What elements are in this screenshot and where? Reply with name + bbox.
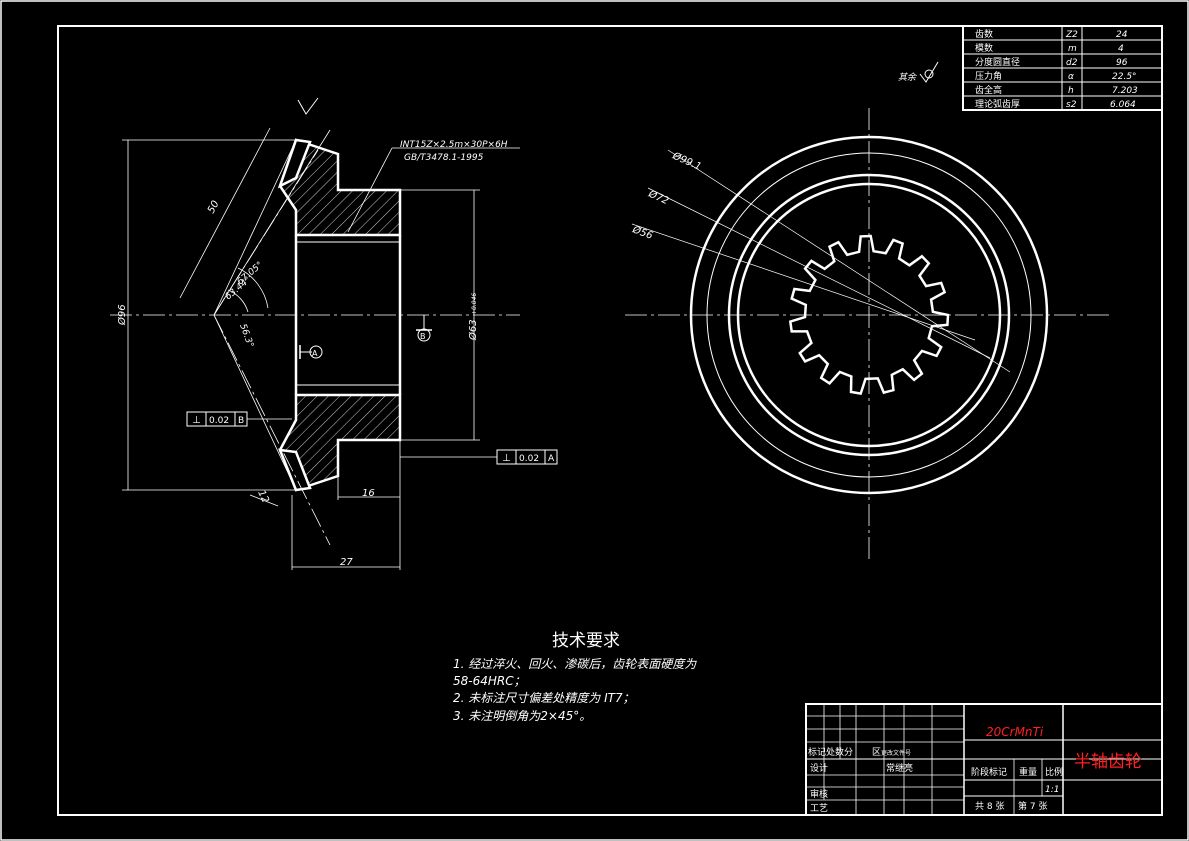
roughness-note-text: 其余: [898, 72, 917, 83]
datum-a-label: A: [312, 349, 318, 358]
param-symbol-2: d2: [1066, 58, 1078, 68]
dim-bore-label: Ø63: [467, 319, 479, 341]
parameter-table: 齿数 Z2 24 模数 m 4 分度圆直径 d2 96 压力角 α 22.5° …: [962, 25, 1163, 111]
param-value-4: 7.203: [1112, 86, 1138, 96]
tech-line2: 2. 未标注尺寸偏差处精度为 IT7；: [453, 691, 635, 705]
spline-note-line2: GB/T3478.1-1995: [404, 153, 484, 163]
sheet-number: 第 7 张: [1018, 800, 1047, 812]
roughness-note: 其余: [898, 61, 939, 83]
param-value-3: 22.5°: [1112, 72, 1137, 82]
roughness-check-icon: [919, 61, 939, 83]
design-label: 设计: [810, 762, 828, 774]
section-view: 50 12 Ø96 67.05° 63.44° 56.3° INT15Z×2.5…: [110, 97, 558, 570]
param-name-5: 理论弧齿厚: [975, 98, 1020, 110]
dim-angle-56: 56.3°: [237, 323, 255, 349]
title-block: 20CrMnTi 半轴齿轮 标记处数分 区 更改文件号 设计 常继亮 阶段标记 …: [805, 703, 1163, 816]
param-value-0: 24: [1116, 30, 1128, 40]
circle-dim-2: Ø72: [646, 187, 671, 207]
stage-label: 阶段标记: [971, 766, 1007, 778]
frame-border: [57, 25, 1163, 816]
tech-requirements: 技术要求 1. 经过淬火、回火、渗碳后，齿轮表面硬度为 58-64HRC； 2.…: [453, 631, 697, 723]
mark-label-3: 更改文件号: [881, 749, 911, 757]
scale-label: 比例: [1045, 766, 1063, 778]
scale-value: 1:1: [1045, 785, 1059, 795]
tol-right-symbol: ⊥: [502, 453, 511, 464]
second-circle: [706, 152, 1032, 478]
param-name-0: 齿数: [975, 28, 993, 40]
circle-dim-1: Ø99.1: [670, 149, 703, 173]
tol-right-value: 0.02: [519, 454, 539, 464]
tech-line1: 1. 经过淬火、回火、渗碳后，齿轮表面硬度为: [453, 657, 697, 671]
dim-27-label: 27: [340, 557, 353, 568]
tol-right-datum: A: [548, 454, 555, 464]
tol-left-datum: B: [238, 416, 244, 426]
param-name-3: 压力角: [975, 70, 1002, 82]
circle-dim-3: Ø56: [630, 223, 654, 242]
dim-12-label: 12: [255, 489, 270, 505]
process-label: 工艺: [810, 803, 828, 814]
param-symbol-1: m: [1068, 44, 1077, 54]
tol-left-symbol: ⊥: [192, 415, 201, 426]
outer-circle: [689, 135, 1049, 495]
review-label: 审核: [810, 788, 828, 800]
param-symbol-4: h: [1068, 86, 1074, 96]
param-symbol-3: α: [1068, 72, 1074, 82]
roughness-mark-icon: [297, 97, 319, 115]
sheet-total: 共 8 张: [975, 801, 1004, 812]
param-name-4: 齿全高: [975, 84, 1002, 96]
tol-left-value: 0.02: [209, 416, 229, 426]
tech-line3: 3. 未注明倒角为2×45°。: [453, 709, 591, 723]
design-name: 常继亮: [886, 762, 913, 774]
third-circle: [727, 173, 1011, 457]
mark-label: 标记处数分: [808, 746, 853, 758]
weight-label: 重量: [1019, 766, 1037, 778]
fourth-circle: [736, 182, 1002, 448]
dim-50-label: 50: [206, 199, 222, 215]
dim-16-label: 16: [362, 488, 375, 499]
roughness-circle-icon: [924, 69, 934, 79]
param-value-2: 96: [1116, 58, 1128, 68]
param-value-1: 4: [1118, 44, 1124, 54]
datum-b-label: B: [420, 332, 426, 341]
spline-note-line1: INT15Z×2.5m×30P×6H: [400, 140, 508, 150]
tolerance-frame-left: ⊥ 0.02 B: [186, 411, 292, 427]
tolerance-frame-right: ⊥ 0.02 A: [400, 449, 558, 465]
spline-profile: [788, 234, 950, 396]
datum-a-circle: [309, 345, 323, 359]
part-name-label: 半轴齿轮: [1074, 752, 1142, 772]
tech-line1b: 58-64HRC；: [453, 674, 526, 688]
param-symbol-0: Z2: [1065, 30, 1078, 40]
tech-title: 技术要求: [552, 631, 620, 651]
material-label: 20CrMnTi: [986, 725, 1044, 739]
end-view: Ø99.1 Ø72 Ø56: [625, 108, 1112, 562]
dim-bore-tol: +0.046: [471, 293, 478, 315]
param-value-5: 6.064: [1110, 100, 1136, 110]
param-name-1: 模数: [975, 42, 993, 54]
datum-b-circle: [417, 328, 431, 342]
mark-label-2: 区: [872, 747, 881, 758]
dim-96-label: Ø96: [116, 304, 128, 326]
param-symbol-5: s2: [1066, 100, 1077, 110]
param-name-2: 分度圆直径: [975, 56, 1020, 68]
